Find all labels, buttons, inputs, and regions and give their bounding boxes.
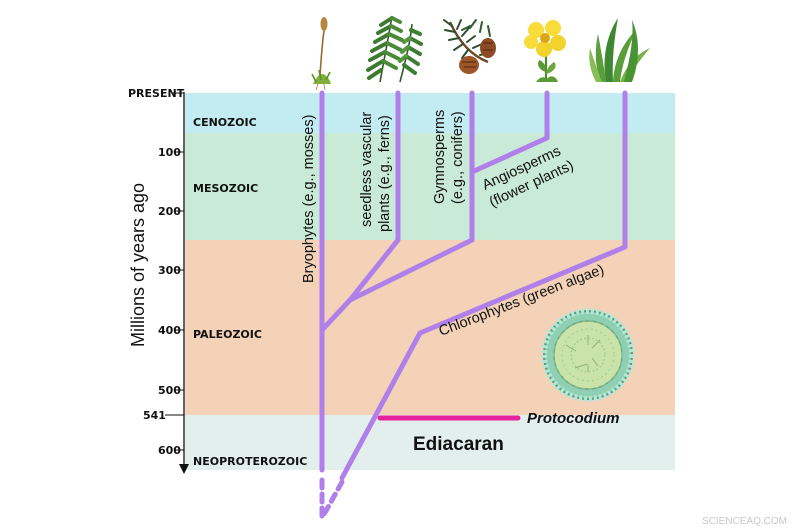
tick-300: 300	[158, 264, 181, 277]
tick-present: PRESENT	[128, 87, 185, 100]
branch-angiosperms	[469, 90, 550, 175]
time-axis	[165, 92, 189, 474]
era-neoproterozoic: NEOPROTEROZOIC	[193, 455, 307, 468]
branch-ferns	[319, 90, 401, 333]
conifer-icon	[443, 19, 496, 74]
tick-100: 100	[158, 146, 181, 159]
label-gymno-1: Gymnosperms	[432, 110, 448, 204]
label-ferns-2: plants (e.g., ferns)	[377, 115, 393, 232]
algae-icon	[589, 18, 650, 82]
band-neoproterozoic	[185, 415, 675, 470]
flower-icon	[524, 20, 566, 82]
label-gymno-2: (e.g., conifers)	[450, 111, 466, 204]
tick-400: 400	[158, 324, 181, 337]
band-cenozoic	[185, 93, 675, 133]
axis-title: Millions of years ago	[128, 183, 148, 347]
era-ediacaran: Ediacaran	[413, 434, 504, 455]
moss-icon	[311, 17, 331, 91]
protocodium-label: Protocodium	[527, 410, 620, 427]
tick-541: 541	[143, 409, 166, 422]
era-cenozoic: CENOZOIC	[193, 116, 257, 129]
label-ferns-1: seedless vascular	[359, 112, 375, 227]
phylogeny-tree	[319, 90, 628, 521]
algae-cell-icon	[541, 308, 635, 402]
tick-200: 200	[158, 205, 181, 218]
tick-500: 500	[158, 384, 181, 397]
era-mesozoic: MESOZOIC	[193, 182, 258, 195]
watermark: SCIENCEAQ.COM	[702, 516, 787, 527]
label-bryophytes: Bryophytes (e.g., mosses)	[301, 115, 317, 283]
branch-gymnosperms	[347, 90, 475, 303]
branch-root-dashed-b	[319, 479, 345, 521]
fern-icon	[366, 15, 423, 83]
branch-chlorophytes	[339, 90, 628, 481]
band-mesozoic	[185, 133, 675, 240]
era-paleozoic: PALEOZOIC	[193, 328, 262, 341]
tick-600: 600	[158, 444, 181, 457]
